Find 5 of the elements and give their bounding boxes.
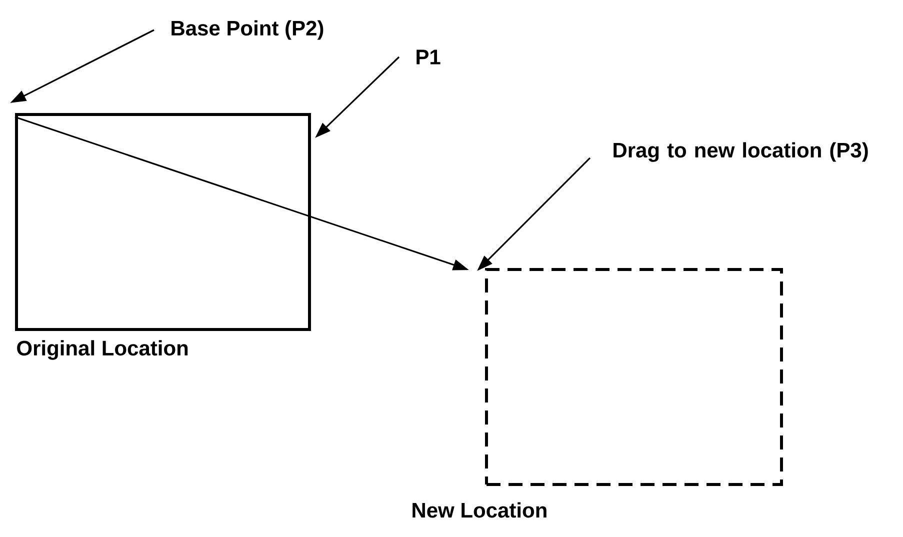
- location-label: Original Location: [17, 340, 188, 360]
- callout-text: P1: [416, 50, 440, 64]
- location-label: New Location: [412, 502, 546, 518]
- callout-text: Base Point (P2): [172, 20, 324, 40]
- callout-text: Drag to new location (P3): [614, 142, 868, 162]
